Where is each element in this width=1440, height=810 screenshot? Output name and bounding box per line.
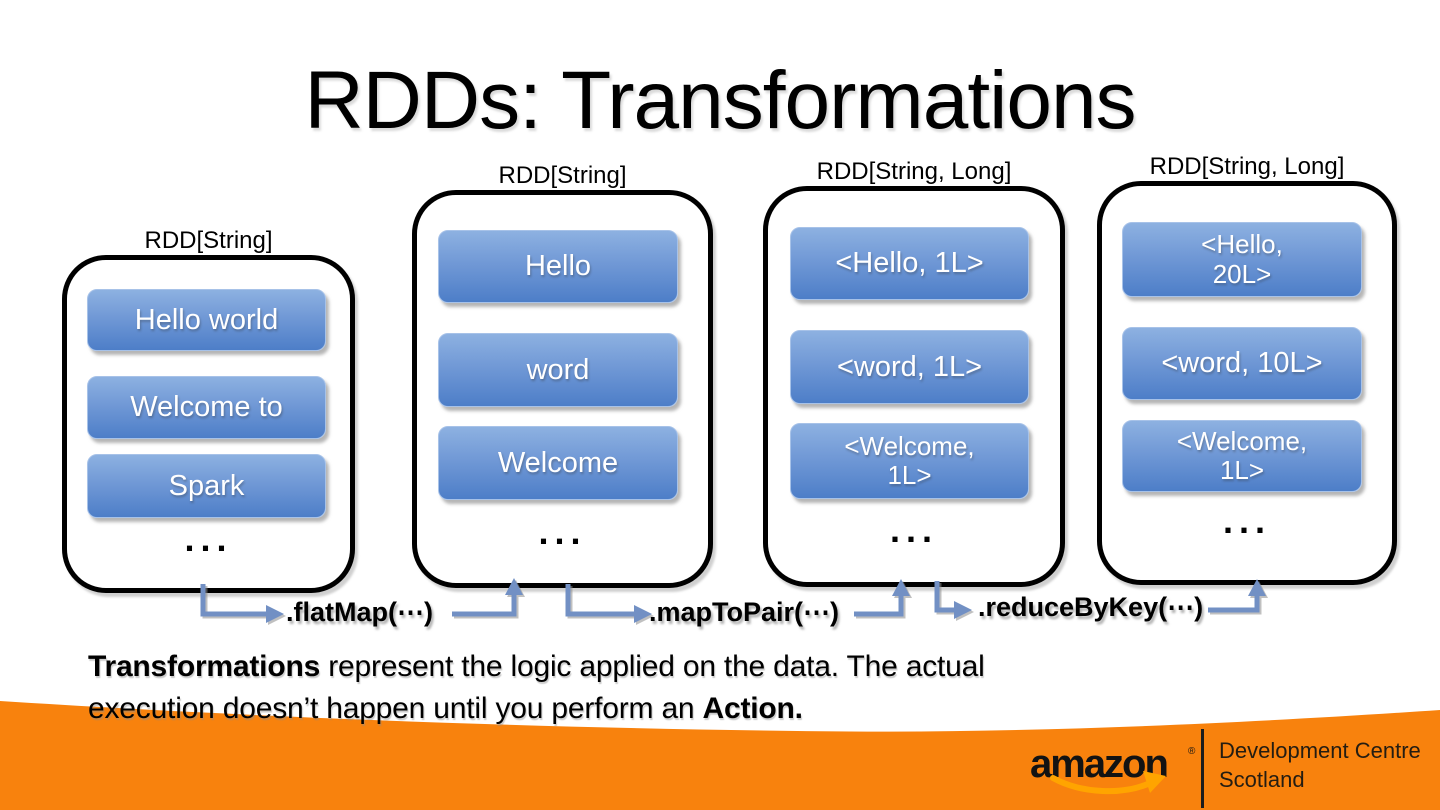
- rdd-container-3: RDD[String, Long] <Hello, 1L> <word, 1L>…: [763, 158, 1065, 587]
- rdd-container-1: RDD[String] Hello world Welcome to Spark…: [62, 227, 355, 593]
- rdd-container-4: RDD[String, Long] <Hello, 20L> <word, 10…: [1097, 153, 1397, 585]
- data-box: Hello: [438, 230, 678, 303]
- description-text: execution doesn’t happen until you perfo…: [88, 692, 703, 725]
- data-box: word: [438, 333, 678, 407]
- data-box: <word, 1L>: [790, 330, 1029, 404]
- description-bold-transformations: Transformations: [88, 650, 321, 683]
- rdd-container-2: RDD[String] Hello word Welcome ...: [412, 162, 713, 588]
- data-box: <Hello, 20L>: [1122, 222, 1362, 297]
- data-box: <word, 10L>: [1122, 327, 1362, 400]
- ellipsis: ...: [184, 518, 233, 559]
- description-bold-action: Action.: [702, 692, 803, 725]
- ellipsis: ...: [538, 511, 587, 552]
- rdd-label: RDD[String]: [144, 227, 273, 254]
- transform-label-maptopair: .mapToPair(⋯): [649, 597, 840, 627]
- description-text: represent the logic applied on the data.…: [320, 650, 985, 683]
- data-box: <Hello, 1L>: [790, 227, 1029, 300]
- data-box: <Welcome, 1L>: [1122, 420, 1362, 492]
- org-name: Development Centre Scotland: [1219, 736, 1421, 794]
- footer-divider: [1201, 729, 1204, 808]
- rdd-label: RDD[String]: [498, 162, 627, 189]
- registered-mark-icon: ®: [1188, 746, 1196, 757]
- description-line1: Transformations represent the logic appl…: [88, 650, 985, 684]
- data-box: Hello world: [87, 289, 326, 351]
- data-box: Welcome: [438, 426, 678, 500]
- ellipsis: ...: [1222, 500, 1271, 541]
- data-box: Welcome to: [87, 376, 326, 439]
- data-box: <Welcome, 1L>: [790, 423, 1029, 499]
- org-name-line1: Development Centre: [1219, 738, 1421, 763]
- description-line2: execution doesn’t happen until you perfo…: [88, 692, 803, 726]
- transform-label-flatmap: .flatMap(⋯): [286, 597, 433, 627]
- page-title: RDDs: Transformations: [304, 55, 1136, 146]
- data-box: Spark: [87, 454, 326, 518]
- rdd-label: RDD[String, Long]: [1149, 153, 1345, 180]
- transform-label-reducebykey: .reduceByKey(⋯): [978, 592, 1204, 622]
- org-name-line2: Scotland: [1219, 767, 1305, 792]
- rdd-label: RDD[String, Long]: [816, 158, 1012, 185]
- amazon-logo: amazon: [1030, 742, 1169, 786]
- ellipsis: ...: [889, 509, 938, 550]
